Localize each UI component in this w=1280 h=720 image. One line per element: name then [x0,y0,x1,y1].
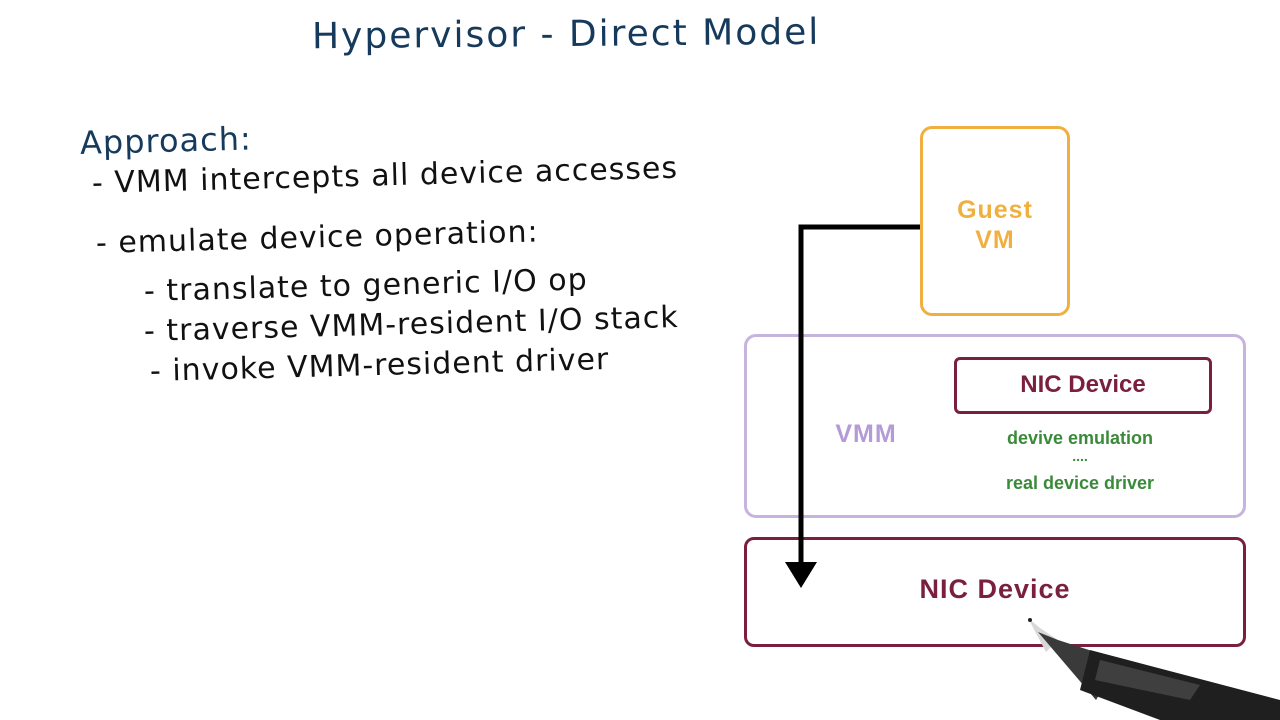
device-emulation-label: devive emulation [1006,428,1154,448]
sub-bullet-translate: - translate to generic I/O op [143,262,589,309]
sub-bullet-invoke: - invoke VMM-resident driver [149,341,610,389]
physical-nic-device-box [744,537,1246,647]
emulation-separator: .... [1072,448,1088,464]
vmm-label: VMM [835,420,897,448]
real-device-driver-label: real device driver [1005,473,1155,493]
guest-vm-label-line1: Guest [957,196,1033,224]
physical-nic-device-label: NIC Device [919,574,1071,604]
guest-vm-label-line2: VM [975,226,1015,254]
guest-vm-box [920,126,1070,316]
approach-heading: Approach: [79,119,253,162]
vmm-box [744,334,1246,518]
slide-title: Hypervisor - Direct Model [311,11,821,58]
bullet-emulate: - emulate device operation: [95,214,540,261]
emulated-nic-device-label: NIC Device [1020,371,1146,398]
emulated-nic-device-box [954,357,1212,414]
